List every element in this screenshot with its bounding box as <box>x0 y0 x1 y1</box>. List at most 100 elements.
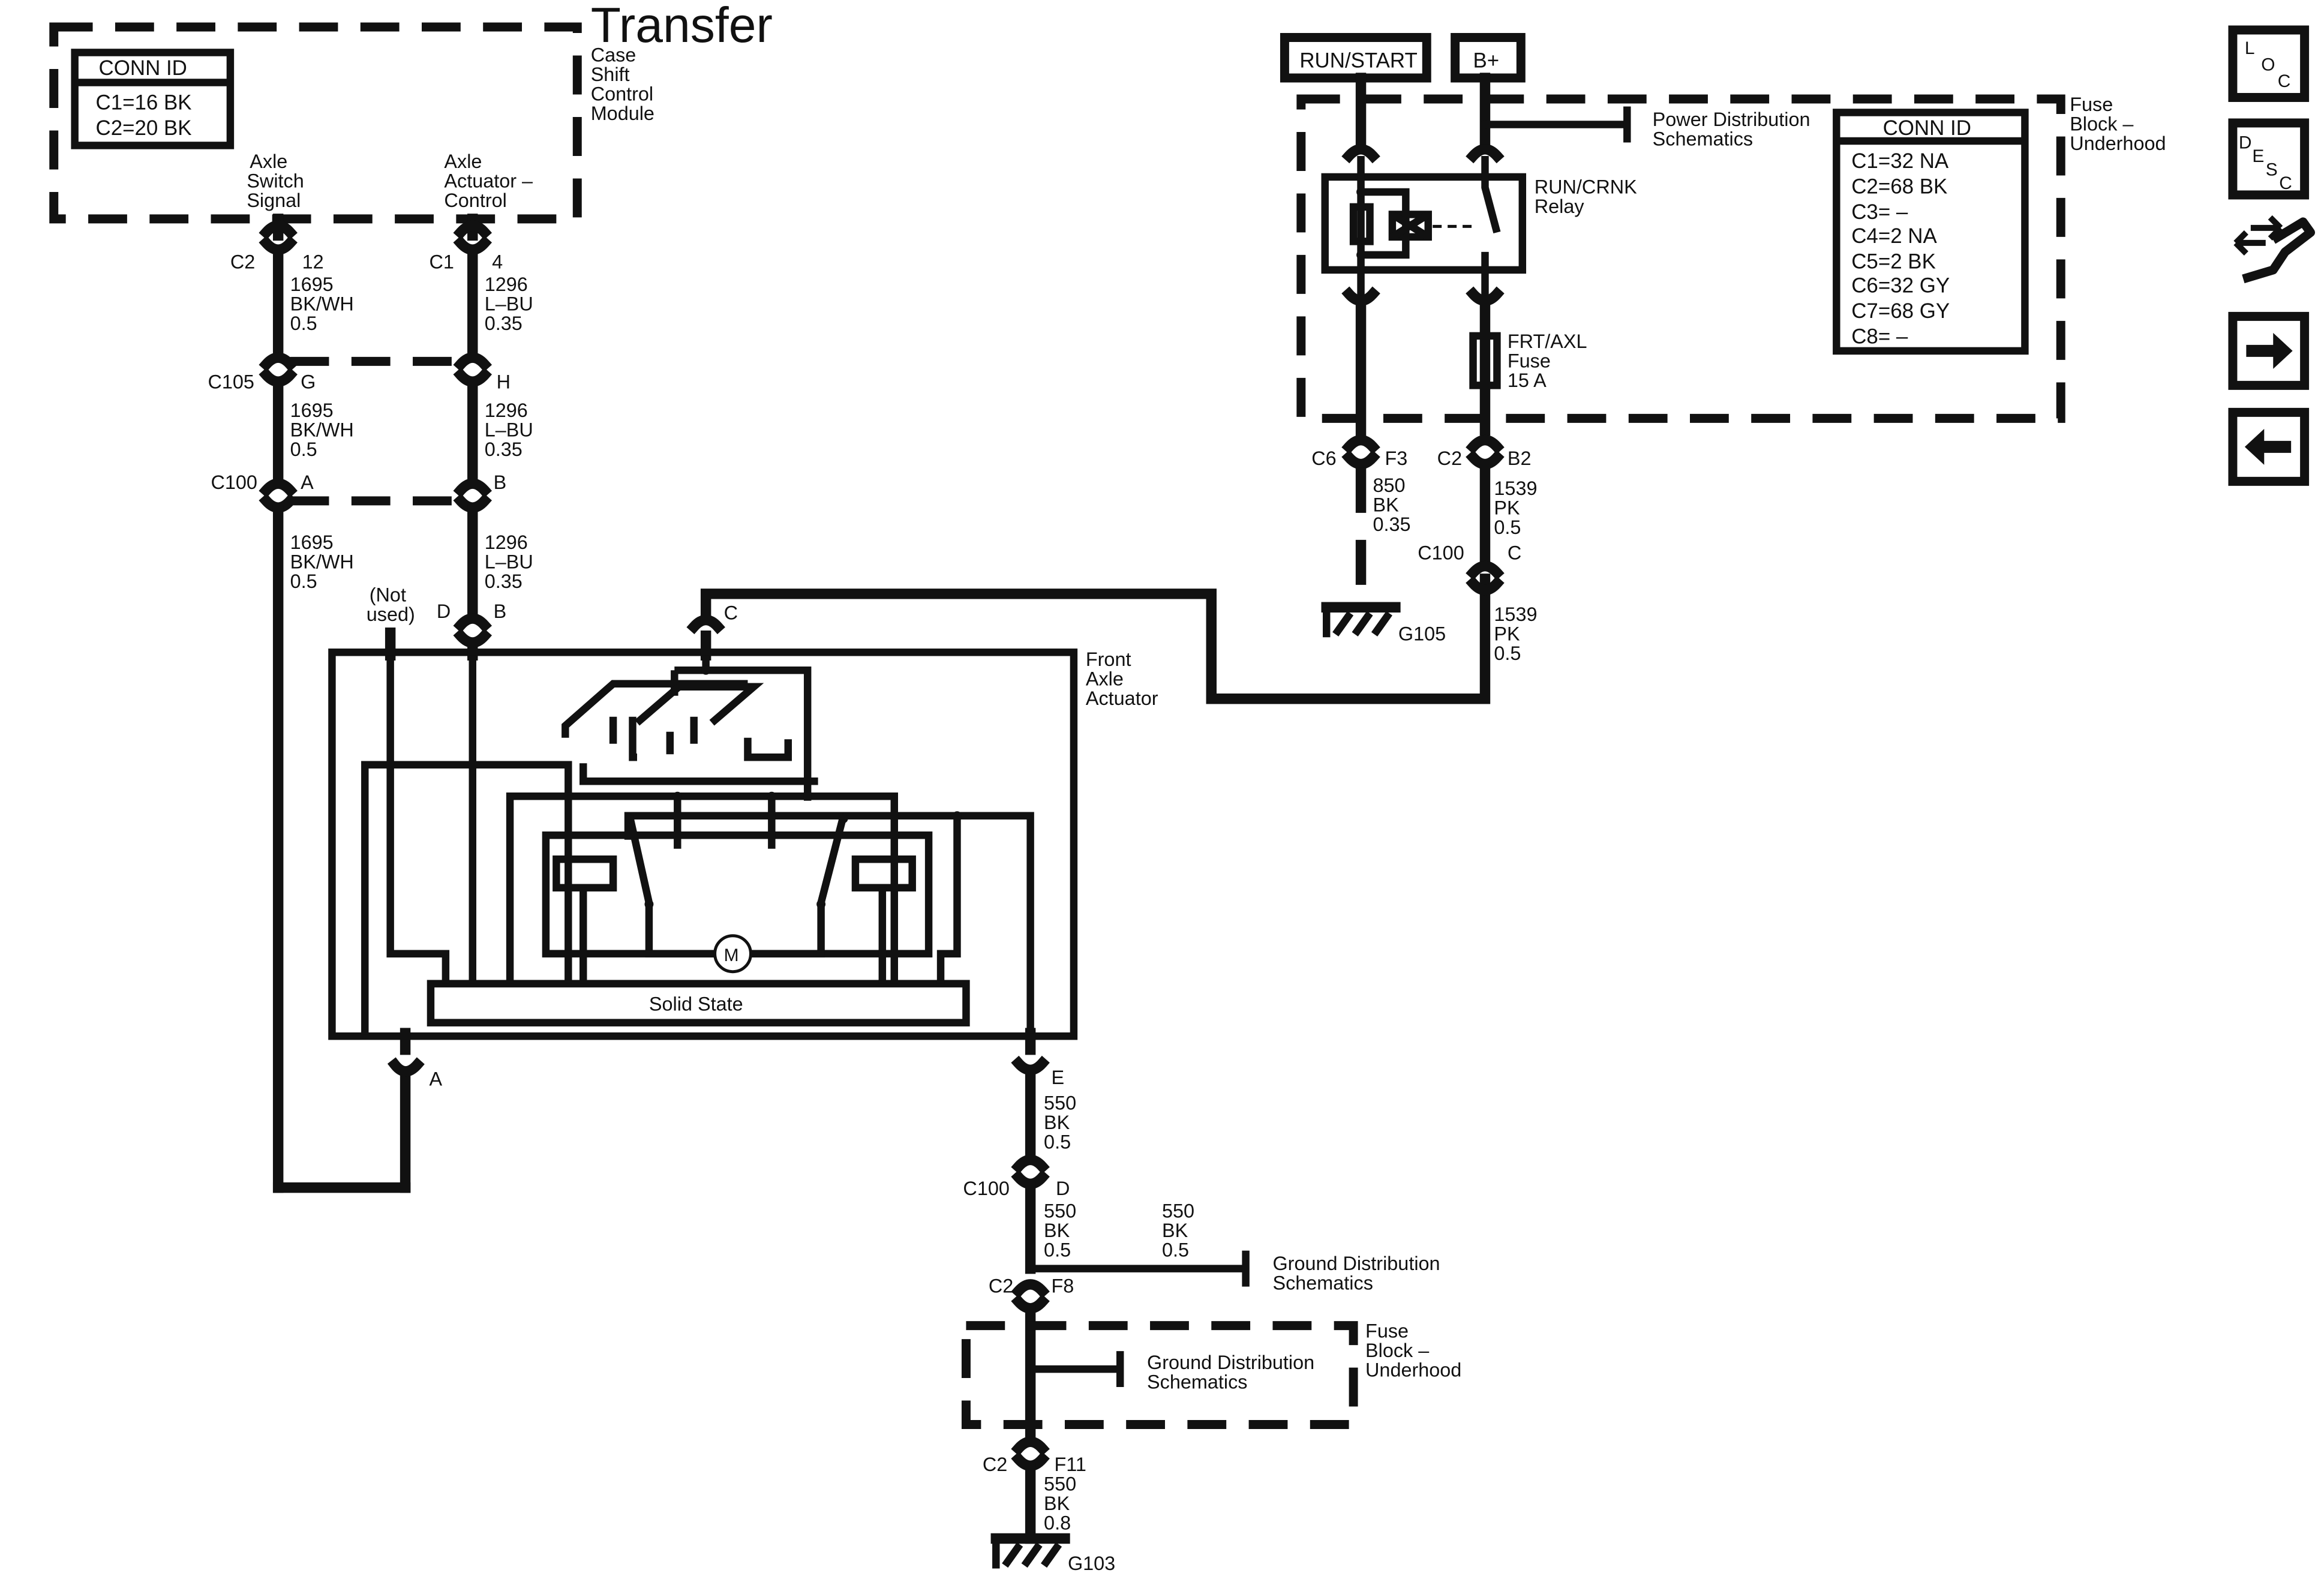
svg-text:L–BU: L–BU <box>485 419 533 440</box>
svg-text:Fuse: Fuse <box>1508 350 1551 371</box>
svg-text:12: 12 <box>302 251 324 272</box>
svg-text:Front: Front <box>1086 649 1131 670</box>
svg-text:F3: F3 <box>1385 448 1407 469</box>
svg-text:550: 550 <box>1044 1200 1076 1222</box>
svg-text:Actuator: Actuator <box>1086 688 1158 709</box>
svg-text:A: A <box>301 472 314 493</box>
svg-text:Power Distribution: Power Distribution <box>1653 109 1810 130</box>
svg-text:E: E <box>2252 146 2264 166</box>
svg-text:C100: C100 <box>963 1178 1009 1199</box>
svg-text:Underhood: Underhood <box>1365 1359 1461 1381</box>
svg-text:Relay: Relay <box>1535 196 1585 217</box>
svg-text:Underhood: Underhood <box>2070 133 2166 154</box>
svg-text:E: E <box>1052 1067 1065 1088</box>
svg-text:0.5: 0.5 <box>1044 1239 1071 1261</box>
svg-text:Ground Distribution: Ground Distribution <box>1272 1253 1440 1274</box>
svg-text:Axle: Axle <box>250 151 287 172</box>
svg-text:C1=32 NA: C1=32 NA <box>1851 149 1949 173</box>
ground-g105: G105 <box>1398 623 1446 644</box>
svg-text:F8: F8 <box>1052 1275 1074 1297</box>
svg-text:Actuator –: Actuator – <box>444 170 533 191</box>
svg-text:C100: C100 <box>1418 542 1464 563</box>
fuse-block-conn-id-table: CONN ID C1=32 NA C2=68 BK C3= – C4=2 NA … <box>1833 109 2029 355</box>
svg-text:C1: C1 <box>429 251 454 272</box>
wire-1539-to-actuator <box>700 574 1491 704</box>
svg-text:C2: C2 <box>989 1275 1013 1297</box>
svg-text:B2: B2 <box>1508 448 1532 469</box>
svg-text:0.8: 0.8 <box>1044 1512 1071 1533</box>
svg-text:PK: PK <box>1494 623 1520 644</box>
svg-text:FRT/AXL: FRT/AXL <box>1508 331 1587 352</box>
svg-text:L–BU: L–BU <box>485 293 533 314</box>
svg-text:0.35: 0.35 <box>485 571 523 592</box>
svg-text:C2=68 BK: C2=68 BK <box>1851 175 1947 198</box>
svg-text:B: B <box>494 601 507 622</box>
svg-text:Fuse: Fuse <box>1365 1320 1409 1342</box>
tcscm-conn-id-table: CONN ID C1=16 BK C2=20 BK <box>71 49 235 149</box>
svg-text:0.5: 0.5 <box>1494 643 1521 664</box>
loc-button[interactable]: L O C <box>2228 25 2310 102</box>
svg-text:C: C <box>724 602 738 623</box>
svg-text:CONN ID: CONN ID <box>1883 116 1971 140</box>
svg-text:used): used) <box>367 604 415 625</box>
left-arrow-icon <box>2244 428 2292 465</box>
svg-text:Control: Control <box>591 83 653 104</box>
svg-text:C2: C2 <box>230 251 255 272</box>
svg-text:Block –: Block – <box>1365 1340 1430 1361</box>
svg-text:Schematics: Schematics <box>1653 128 1753 149</box>
svg-text:C100: C100 <box>211 472 257 493</box>
svg-text:550: 550 <box>1044 1473 1076 1494</box>
svg-text:C8= –: C8= – <box>1851 325 1908 348</box>
ground-path: 550 BK 0.5 C100 D 550 BK 0.5 550 BK 0.5 … <box>961 1071 1461 1573</box>
svg-text:Axle: Axle <box>444 151 482 172</box>
svg-text:BK: BK <box>1044 1220 1070 1241</box>
front-axle-actuator: Front Axle Actuator Solid State <box>328 602 1158 1090</box>
svg-text:F11: F11 <box>1055 1454 1086 1475</box>
svg-text:0.35: 0.35 <box>485 313 523 334</box>
svg-text:Control: Control <box>444 190 506 211</box>
svg-text:BK/WH: BK/WH <box>290 551 354 572</box>
prev-arrow-button[interactable] <box>2228 407 2310 486</box>
svg-text:BK/WH: BK/WH <box>290 293 354 314</box>
svg-text:C6: C6 <box>1311 448 1336 469</box>
left-wiring: C2 12 1695 BK/WH 0.5 C1 4 1296 L–BU 0.35… <box>208 214 533 1193</box>
svg-text:PK: PK <box>1494 497 1520 518</box>
svg-text:0.5: 0.5 <box>1162 1239 1189 1261</box>
svg-text:0.5: 0.5 <box>1044 1131 1071 1153</box>
svg-text:O: O <box>2261 55 2275 74</box>
svg-text:Transfer: Transfer <box>591 0 773 53</box>
svg-text:A: A <box>429 1068 442 1090</box>
svg-text:1296: 1296 <box>485 400 528 421</box>
svg-text:D: D <box>2239 133 2252 152</box>
battery-label: B+ <box>1473 49 1500 72</box>
svg-text:C1=16 BK: C1=16 BK <box>96 91 192 114</box>
svg-text:(Not: (Not <box>370 584 406 605</box>
svg-text:Fuse: Fuse <box>2070 94 2113 115</box>
svg-text:0.5: 0.5 <box>290 313 317 334</box>
svg-text:1695: 1695 <box>290 532 334 553</box>
fuse-block-underhood: RUN/START B+ Fuse Block – Underhood Powe… <box>1280 32 2166 436</box>
svg-text:1695: 1695 <box>290 400 334 421</box>
svg-text:C105: C105 <box>208 371 254 392</box>
svg-text:G: G <box>301 371 316 392</box>
solid-state-label: Solid State <box>649 993 743 1015</box>
svg-text:CONN ID: CONN ID <box>99 56 187 80</box>
desc-button[interactable]: D E S C <box>2228 118 2310 200</box>
wrench-arrows-icon[interactable] <box>2233 215 2316 284</box>
svg-text:H: H <box>497 371 511 392</box>
next-arrow-button[interactable] <box>2228 311 2310 390</box>
ground-g103: G103 <box>1068 1553 1115 1573</box>
svg-text:C4=2 NA: C4=2 NA <box>1851 224 1937 248</box>
transfer-case-module: Transfer Case Shift Control Module CONN … <box>49 0 773 224</box>
svg-text:BK: BK <box>1044 1112 1070 1133</box>
svg-text:S: S <box>2266 160 2278 179</box>
svg-text:1539: 1539 <box>1494 478 1537 499</box>
svg-text:D: D <box>437 601 451 622</box>
svg-text:0.5: 0.5 <box>290 571 317 592</box>
svg-text:0.35: 0.35 <box>485 439 523 460</box>
svg-text:Shift: Shift <box>591 64 630 85</box>
svg-text:C: C <box>2278 71 2291 91</box>
svg-text:Module: Module <box>591 103 654 124</box>
svg-text:1296: 1296 <box>485 274 528 295</box>
